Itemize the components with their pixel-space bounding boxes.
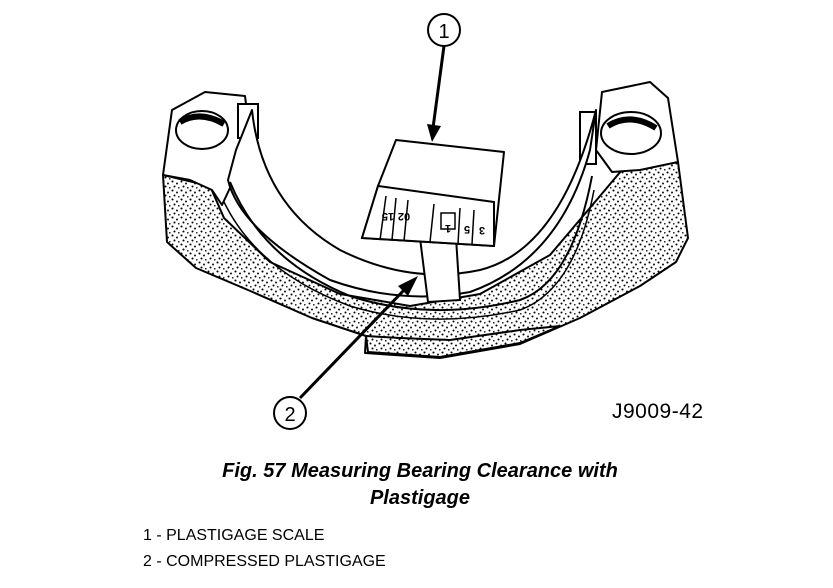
bearing-cap-base — [364, 325, 561, 359]
scale-markings: 15 02 1 5 3 — [382, 210, 485, 236]
callout-1-number: 1 — [438, 21, 449, 43]
legend: 1 - PLASTIGAGE SCALE 2 - COMPRESSED PLAS… — [143, 523, 386, 575]
figure-caption: Fig. 57 Measuring Bearing Clearance with… — [140, 458, 700, 512]
legend-item-1: 1 - PLASTIGAGE SCALE — [143, 527, 325, 544]
bearing-shell — [227, 109, 597, 298]
scale-mark-02: 02 — [398, 210, 410, 222]
bearing-cap-body — [162, 157, 689, 359]
callout-2-number: 2 — [284, 404, 295, 426]
scale-mark-5: 5 — [464, 223, 470, 235]
bearing-cap-illustration: 15 02 1 5 3 1 2 — [162, 13, 689, 430]
right-bolt-hole-shadow — [606, 116, 658, 131]
caption-line-1: Fig. 57 Measuring Bearing Clearance with — [222, 460, 618, 482]
bearing-shell-inner-edge — [229, 175, 593, 312]
scale-mark-3: 3 — [479, 224, 485, 236]
figure-code: J9009-42 — [612, 400, 704, 423]
legend-item-2: 2 - COMPRESSED PLASTIGAGE — [143, 553, 386, 570]
bearing-shell-inner-edge-2 — [223, 189, 595, 320]
callout-2: 2 — [273, 276, 418, 430]
scale-mark-15: 15 — [382, 210, 394, 222]
scale-mark-1: 1 — [445, 222, 451, 234]
caption-line-2: Plastigage — [369, 487, 471, 509]
callout-1: 1 — [427, 13, 461, 142]
left-bolt-hole-shadow — [178, 113, 226, 127]
